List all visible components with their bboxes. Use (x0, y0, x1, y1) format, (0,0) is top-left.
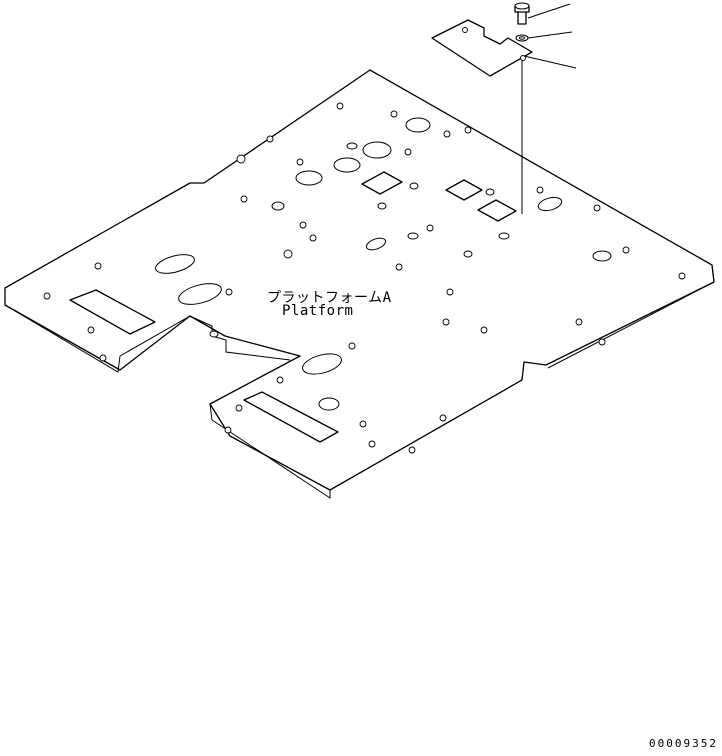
bolt (514, 2, 530, 25)
slot-oval (302, 353, 342, 375)
bushing (485, 188, 495, 196)
hole-large (318, 397, 340, 411)
hole-small (276, 376, 284, 384)
plate-bend-bottom (209, 403, 331, 499)
hole-small (348, 342, 356, 350)
bushing (346, 142, 358, 150)
hole-small (43, 292, 51, 300)
hole-small (309, 234, 317, 242)
hole-small (442, 318, 450, 326)
hole-small (368, 440, 376, 448)
hole-small (593, 204, 601, 212)
washer-inner (519, 36, 525, 40)
hole-large (295, 170, 323, 186)
hole-small (439, 414, 447, 422)
plate-bend-right (547, 264, 715, 369)
hole-small (336, 102, 344, 110)
hole-small (536, 186, 544, 194)
hole-small (296, 158, 304, 166)
hole-small (390, 110, 398, 118)
hole-small (443, 130, 451, 138)
part-label-english: Platform (282, 303, 354, 319)
hole-small (446, 288, 454, 296)
hole-small (99, 354, 107, 362)
bushing (498, 232, 510, 240)
hole-small (359, 420, 367, 428)
part-label-japanese: プラットフォームA (267, 290, 392, 306)
hole-small (94, 262, 102, 270)
hole-large (405, 117, 431, 133)
slot-oval (178, 283, 222, 305)
hole-large (333, 157, 361, 173)
slot-oval (537, 196, 563, 212)
hole-small (395, 263, 403, 271)
hole-small (283, 249, 293, 259)
slot-oval (365, 237, 387, 251)
hole-small (240, 195, 248, 203)
bushing (407, 232, 419, 240)
step-cutout-left (69, 289, 156, 335)
leader-line-washer (527, 31, 573, 39)
hole-small (426, 224, 434, 232)
hole-small (480, 326, 488, 334)
hole-small (678, 272, 686, 280)
hole-small (266, 135, 274, 143)
leader-line-cover-plate (523, 55, 577, 69)
hole-large (592, 250, 612, 262)
slot-oval (155, 254, 195, 274)
drawing-number: 00009352 (649, 737, 718, 750)
hole-small (235, 404, 243, 412)
plate-bend-left (4, 288, 121, 373)
boss-square (361, 171, 403, 195)
washer (515, 34, 529, 42)
hole-small (224, 426, 232, 434)
bushing (377, 202, 387, 210)
step-cutout-bottom (243, 391, 339, 443)
platform-plate-outline (4, 69, 715, 491)
hole-small (236, 154, 246, 164)
leader-line-bolt (527, 3, 571, 19)
hole-small (464, 126, 472, 134)
cover-plate-bolt-hole (520, 55, 526, 61)
bushing (463, 250, 473, 258)
bushing (271, 201, 285, 211)
hole-small (404, 148, 412, 156)
bushing (409, 182, 419, 190)
hole-large (362, 141, 392, 159)
boss-square (445, 179, 483, 201)
hole-small (598, 338, 606, 346)
cover-plate (431, 19, 533, 77)
hole-small (225, 288, 233, 296)
bushing (209, 330, 219, 338)
hole-small (622, 246, 630, 254)
hole-small (87, 326, 95, 334)
boss-square (477, 199, 517, 222)
hole-small (299, 221, 307, 229)
step-flange (119, 315, 291, 361)
hole-small (575, 318, 583, 326)
hole-small (408, 446, 416, 454)
cover-plate-bolt-hole (462, 27, 468, 33)
